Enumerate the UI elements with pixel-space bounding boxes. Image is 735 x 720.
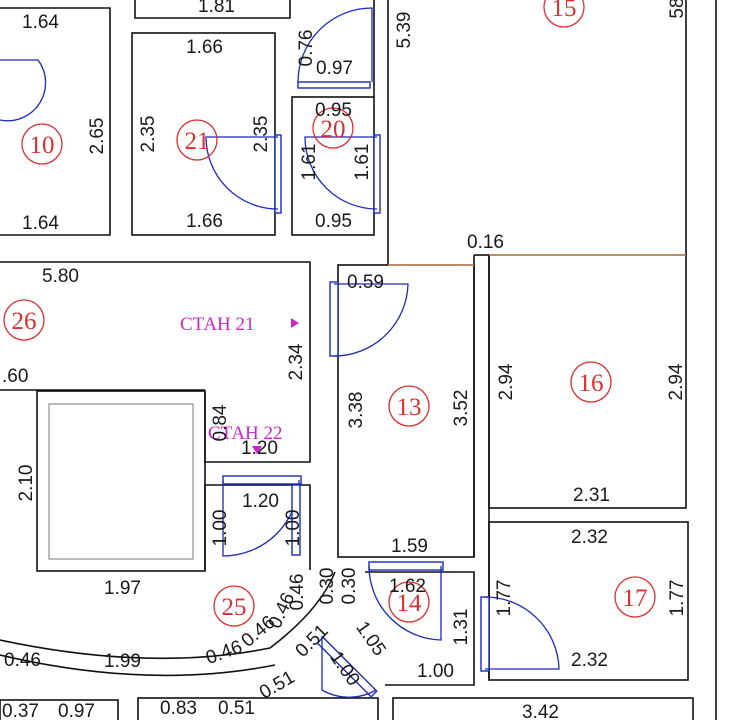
dimension: 1.77 xyxy=(494,580,515,617)
dimension: 0.95 xyxy=(315,211,352,232)
dimension: 2.32 xyxy=(571,650,608,671)
dimension: 1.00 xyxy=(210,510,231,547)
dimension: 1.66 xyxy=(186,211,223,232)
dimension: 2.35 xyxy=(251,116,272,153)
dimension: 1.62 xyxy=(389,576,426,597)
dimension: 2.34 xyxy=(286,343,307,380)
door-swing-r10 xyxy=(0,59,47,122)
dimension: 58 xyxy=(667,0,688,19)
triangle-right-icon xyxy=(291,318,299,328)
dimension: 1.64 xyxy=(22,12,59,33)
door-swing-top xyxy=(297,7,373,83)
dimension: 1.00 xyxy=(417,661,454,682)
room-number: 13 xyxy=(397,394,422,421)
dimension: 1.59 xyxy=(391,536,428,557)
dimension: .60 xyxy=(2,366,28,387)
dimension: 0.83 xyxy=(160,698,197,719)
dimension: 0.59 xyxy=(347,272,384,293)
door-frame-r17 xyxy=(480,596,490,672)
dimension: 5.39 xyxy=(394,12,415,49)
door-swing-r21 xyxy=(205,136,279,210)
dimension: 0.30 xyxy=(339,568,360,605)
door-swing-r14-diag xyxy=(321,636,377,698)
dimension: 1.31 xyxy=(451,609,472,646)
dimension: 1.99 xyxy=(104,651,141,672)
door-frame-r14-diag xyxy=(316,636,378,698)
door-frame-r21 xyxy=(274,134,282,214)
stations: СТАН 21 СТАН 22 xyxy=(180,314,299,454)
door-frame-r20 xyxy=(373,134,381,214)
dimension: 1.61 xyxy=(299,144,320,181)
dimension: 0.46 xyxy=(203,637,245,669)
dimension: 2.32 xyxy=(571,527,608,548)
dimension: 0.51 xyxy=(218,698,255,719)
room-number: 20 xyxy=(321,116,346,143)
dimension: 2.94 xyxy=(496,363,517,400)
station-label: СТАН 22 xyxy=(208,423,283,444)
dimension: 0.30 xyxy=(317,568,338,605)
dimension: 5.80 xyxy=(42,266,79,287)
door-frame-top xyxy=(297,81,371,89)
room-number: 25 xyxy=(222,594,247,621)
dimension: 0.97 xyxy=(58,701,95,720)
room-number: 10 xyxy=(30,132,55,159)
dimension: 0.46 xyxy=(4,650,41,671)
room-number: 16 xyxy=(579,370,604,397)
door-swing-r13 xyxy=(333,283,409,357)
dimension: 2.10 xyxy=(16,465,37,502)
dimension: 0.16 xyxy=(467,232,504,253)
dimension: 3.52 xyxy=(451,390,472,427)
dimension: 2.65 xyxy=(87,118,108,155)
walls xyxy=(0,0,717,720)
dimension: 1.77 xyxy=(667,580,688,617)
dimension: 1.00 xyxy=(283,510,304,547)
room-number: 26 xyxy=(12,308,37,335)
room-number: 17 xyxy=(623,585,648,612)
dimension: 1.66 xyxy=(186,37,223,58)
dimension: 2.35 xyxy=(138,116,159,153)
dimension: 1.97 xyxy=(104,578,141,599)
dimension: 0.37 xyxy=(2,701,39,720)
dimension: 3.38 xyxy=(346,392,367,429)
station-label: СТАН 21 xyxy=(180,314,255,335)
dimension: 1.81 xyxy=(198,0,235,17)
dimension: 0.95 xyxy=(315,100,352,121)
dimension: 2.31 xyxy=(573,485,610,506)
dimension: 1.05 xyxy=(351,618,389,660)
door-swing-r17 xyxy=(484,596,560,670)
dimension: 0.51 xyxy=(292,621,333,662)
door-frame-r14-top xyxy=(368,561,444,571)
door-swing-r20 xyxy=(304,136,378,210)
dimension-labels: 1.64 2.65 1.64 1.81 0.76 0.97 5.39 58 1.… xyxy=(2,0,688,720)
room-number: 15 xyxy=(552,0,577,22)
dimension: 1.64 xyxy=(22,213,59,234)
door-frame-r13 xyxy=(329,281,339,357)
dimension: 3.42 xyxy=(522,702,559,720)
room-number: 21 xyxy=(185,128,210,155)
room-number: 14 xyxy=(397,590,423,617)
doors xyxy=(0,7,560,698)
dimension: 1.20 xyxy=(242,491,279,512)
dimension: 0.97 xyxy=(316,58,353,79)
room-labels: 10 15 16 17 20 21 13 14 25 26 xyxy=(3,0,656,627)
dimension: 0.76 xyxy=(296,30,317,67)
dimension: 0.84 xyxy=(210,404,231,441)
door-swing-r14-top xyxy=(368,565,442,641)
door-frame-r25-side xyxy=(291,484,301,556)
triangle-down-icon xyxy=(252,446,262,454)
dimension: 2.94 xyxy=(666,363,687,400)
dimension: 1.61 xyxy=(352,144,373,181)
dimension: 1.20 xyxy=(241,438,278,459)
door-frame-r25 xyxy=(222,475,302,485)
dimension: 0.46 xyxy=(287,574,308,611)
